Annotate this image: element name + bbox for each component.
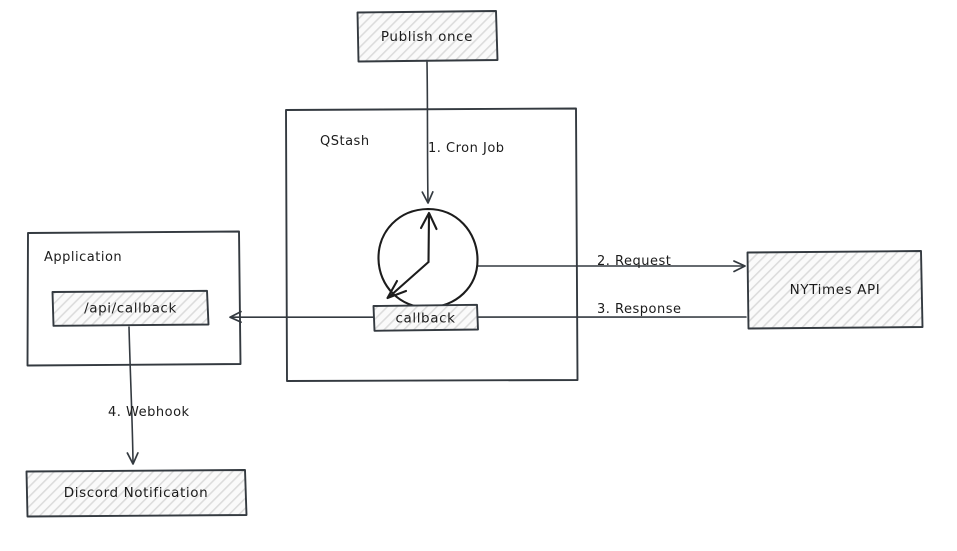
application-container-label: Application bbox=[44, 250, 122, 265]
node-nytimes-api[interactable]: NYTimes API bbox=[746, 250, 924, 330]
qstash-container-label: QStash bbox=[320, 134, 370, 149]
node-discord-notification-label: Discord Notification bbox=[64, 485, 209, 501]
node-publish-once-label: Publish once bbox=[381, 29, 473, 45]
node-api-callback-label: /api/callback bbox=[84, 301, 177, 317]
edge-label-response: 3. Response bbox=[597, 302, 681, 317]
edge-label-request: 2. Request bbox=[597, 254, 671, 269]
application-container[interactable] bbox=[26, 230, 242, 367]
edge-webhook bbox=[126, 326, 139, 465]
edge-label-webhook: 4. Webhook bbox=[108, 405, 190, 420]
node-callback[interactable]: callback bbox=[372, 303, 479, 332]
qstash-container[interactable] bbox=[285, 107, 579, 382]
edge-label-cron-job: 1. Cron Job bbox=[428, 141, 505, 156]
node-api-callback[interactable]: /api/callback bbox=[51, 289, 210, 327]
node-publish-once[interactable]: Publish once bbox=[356, 10, 499, 63]
edge-cron-job bbox=[421, 61, 434, 204]
clock-icon[interactable] bbox=[377, 207, 479, 309]
node-nytimes-api-label: NYTimes API bbox=[790, 282, 881, 298]
node-callback-label: callback bbox=[395, 311, 455, 327]
node-discord-notification[interactable]: Discord Notification bbox=[25, 469, 248, 518]
